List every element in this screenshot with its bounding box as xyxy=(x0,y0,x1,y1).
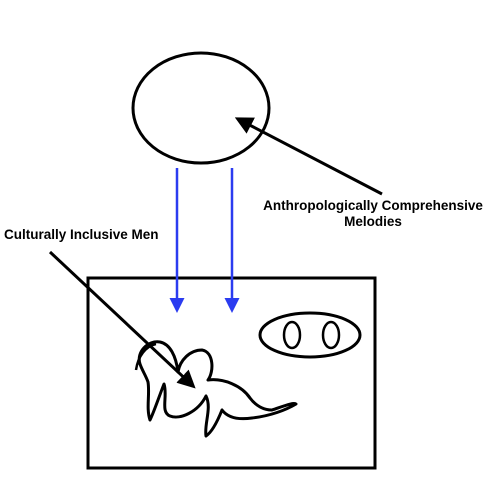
pointer-arrow-melodies xyxy=(234,117,383,196)
scribble-figure xyxy=(137,340,298,438)
melodies-label: Anthropologically Comprehensive Melodies xyxy=(248,198,498,230)
melodies-label-line-1: Anthropologically Comprehensive xyxy=(263,198,483,213)
melodies-label-line-2: Melodies xyxy=(344,214,402,229)
source-circle xyxy=(131,51,271,165)
scribble-stroke-extra xyxy=(134,342,157,371)
pill-shape xyxy=(258,311,362,359)
pill-right-oval xyxy=(321,320,341,350)
pill-left-oval xyxy=(282,320,302,350)
pointer-arrow-men xyxy=(48,250,196,389)
men-label: Culturally Inclusive Men xyxy=(4,227,159,242)
